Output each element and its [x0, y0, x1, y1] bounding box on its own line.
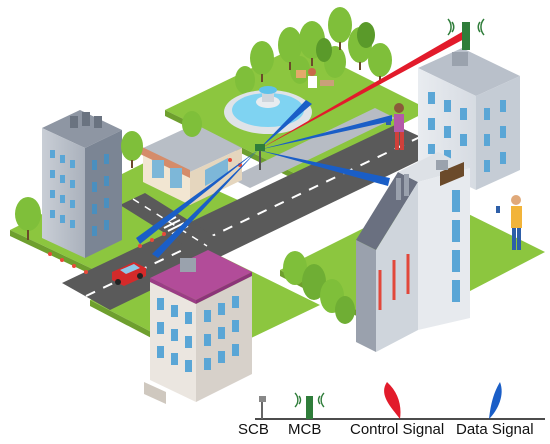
macro-tower-top [447, 18, 485, 50]
legend-control-signal-label: Control Signal [350, 421, 445, 438]
cross-road [120, 193, 220, 252]
red-car [112, 262, 146, 286]
data-signal-beams [136, 100, 392, 258]
legend [255, 382, 545, 420]
front-building [144, 250, 252, 404]
control-signal-beam [258, 32, 466, 150]
legend-scb-label: SCB [238, 421, 269, 438]
legend-data-signal-label: Data Signal [456, 421, 534, 438]
scb-icon [259, 396, 266, 419]
legend-mcb-label: MCB [288, 421, 322, 438]
building-right-tall [356, 152, 470, 352]
small-shop [140, 124, 242, 205]
mcb-icon [294, 392, 325, 419]
right-trees [283, 251, 355, 324]
park-people [296, 68, 334, 88]
left-trees [15, 111, 202, 240]
tall-building-left [42, 110, 122, 258]
flowers [48, 158, 328, 296]
fountain [224, 86, 312, 134]
person-right-bottom [496, 195, 522, 250]
small-cell-hub [255, 144, 265, 170]
control-signal-icon [384, 382, 401, 419]
park-trees [235, 7, 392, 94]
data-signal-icon [489, 382, 502, 419]
